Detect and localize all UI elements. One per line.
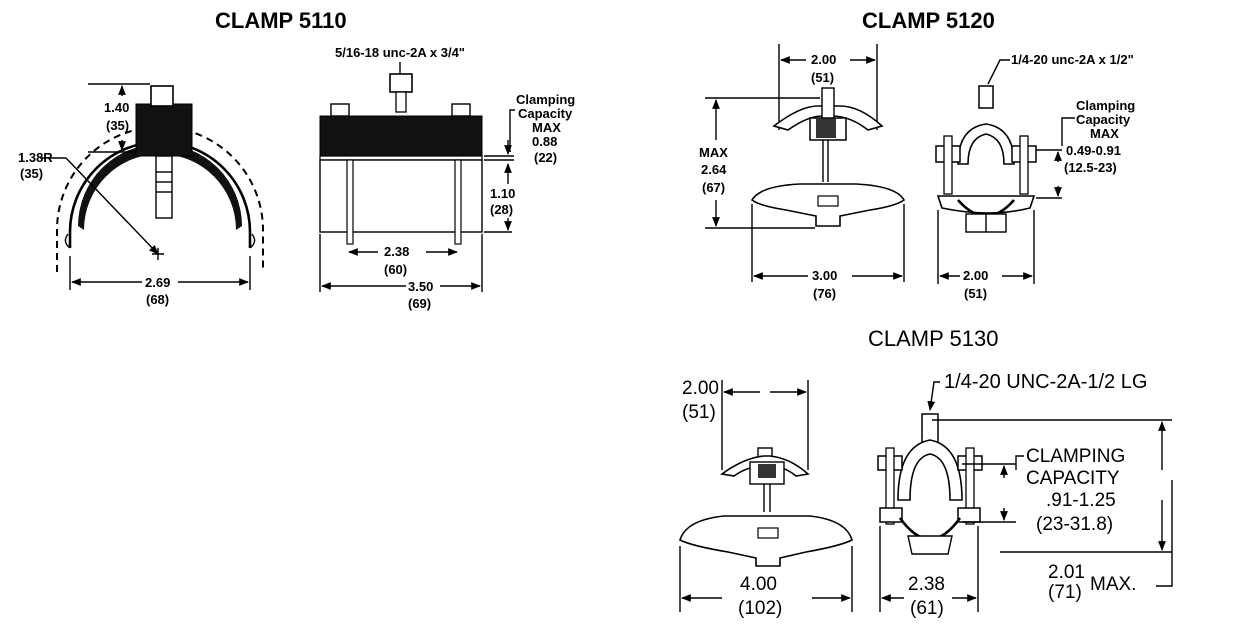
clamp-5110-front-view: 1.38R (35) 1.40 (35) 2.69 (68) [18, 83, 264, 307]
clamp-5110-title: CLAMP 5110 [215, 8, 347, 33]
clamp-5130-top-width-mm: (51) [682, 402, 716, 423]
clamp-5130: CLAMP 5130 2.00 (51) 4.00 (102) [679, 326, 1173, 619]
clamp-5110-bolt-callout: 5/16-18 unc-2A x 3/4" [335, 45, 465, 60]
clamp-5120-side-width: 2.00 [963, 268, 988, 283]
clamp-5110-radius-mm: (35) [20, 166, 43, 181]
clamp-5130-base-width-mm: (102) [738, 598, 782, 619]
clamp-5120-bolt-callout: 1/4-20 unc-2A x 1/2" [1011, 52, 1134, 67]
clamp-5120-title: CLAMP 5120 [862, 8, 995, 33]
clamp-5110-height-mm: (35) [106, 118, 129, 133]
clamp-5130-bolt-callout: 1/4-20 UNC-2A-1/2 LG [944, 371, 1147, 393]
clamp-5110-height: 1.40 [104, 100, 129, 115]
clamp-5130-cap-label-1: CLAMPING [1026, 446, 1125, 467]
clamp-5110-nut [150, 85, 174, 107]
clamp-5110-bolt [155, 155, 173, 219]
clamp-5110-cap-label-2: Capacity [518, 106, 573, 121]
clamp-5130-base-width: 4.00 [740, 574, 777, 595]
clamp-5120-cap-label-1: Clamping [1076, 98, 1135, 113]
clamp-5130-max-height: 2.01 [1048, 562, 1085, 583]
clamp-5110-side-block [319, 115, 483, 157]
clamp-5130-top-width: 2.00 [682, 378, 719, 399]
clamp-5120-cap-label-2: Capacity [1076, 112, 1131, 127]
clamp-5130-side-view: 1/4-20 UNC-2A-1/2 LG CLAMPING CAPACITY .… [877, 371, 1173, 619]
clamp-5110-hanger-strap [78, 144, 242, 230]
clamp-5130-cap-value-mm: (23-31.8) [1036, 514, 1113, 535]
clamp-5110-cap-value: 0.88 [532, 134, 557, 149]
clamp-5120-base-width-mm: (76) [813, 286, 836, 301]
clamp-5110: CLAMP 5110 1.38R (35) 1.40 (35) [18, 8, 575, 311]
clamp-5110-body-height-mm: (28) [490, 202, 513, 217]
clamp-5110-width-mm: (68) [146, 292, 169, 307]
clamp-5120-max-label: MAX [699, 145, 728, 160]
clamp-5120-max-height-mm: (67) [702, 180, 725, 195]
clamp-5120-max-height: 2.64 [701, 162, 727, 177]
clamp-5110-width: 2.69 [145, 275, 170, 290]
clamp-5130-title: CLAMP 5130 [868, 326, 998, 351]
clamp-5120-top-width-mm: (51) [811, 70, 834, 85]
clamp-5110-inner-width-mm: (60) [384, 262, 407, 277]
clamp-5120-side-view: 1/4-20 unc-2A x 1/2" Clamping Capacity M… [935, 52, 1135, 301]
clamp-5120-cap-label-3: MAX [1090, 126, 1119, 141]
clamp-5110-rail-lips [64, 233, 256, 249]
clamp-5110-radius-leader [65, 157, 159, 255]
clamp-5110-cap-label-1: Clamping [516, 92, 575, 107]
clamp-5120-cap-value: 0.49-0.91 [1066, 143, 1121, 158]
clamp-5130-front-view: 2.00 (51) 4.00 (102) [679, 378, 853, 619]
clamp-5130-max-height-mm: (71) [1048, 582, 1082, 603]
clamp-5130-cap-label-2: CAPACITY [1026, 468, 1120, 489]
clamp-5120-bolt [978, 85, 994, 109]
clamp-5130-cap-value: .91-1.25 [1046, 490, 1116, 511]
clamp-5110-clamp-block [135, 103, 193, 157]
clamp-5120-top-width: 2.00 [811, 52, 836, 67]
clamp-5120-front-view: 2.00 (51) MAX 2.64 (67) 3.00 (76) [699, 44, 906, 301]
clamp-5110-length-mm: (69) [408, 296, 431, 311]
clamp-5110-radius: 1.38R [18, 150, 53, 165]
clamp-5110-inner-width: 2.38 [384, 244, 409, 259]
clamp-5120-base-width: 3.00 [812, 268, 837, 283]
clamp-5110-cap-label-3: MAX [532, 120, 561, 135]
clamp-5130-bolt [921, 413, 939, 443]
clamp-5130-side-width-mm: (61) [910, 598, 944, 619]
clamp-5110-length: 3.50 [408, 279, 433, 294]
clamp-5120: CLAMP 5120 2.00 (51) MAX 2.64 (67) [699, 8, 1135, 301]
clamp-5130-saddle-top [897, 439, 963, 501]
clamp-5120-side-width-mm: (51) [964, 286, 987, 301]
clamp-5120-cap-value-mm: (12.5-23) [1064, 160, 1117, 175]
clamp-5110-body-height: 1.10 [490, 186, 515, 201]
clamp-5130-rail [679, 515, 853, 567]
clamp-5120-saddle-top [957, 123, 1015, 165]
clamp-5110-top-nut [389, 73, 413, 93]
clamp-5130-max-label: MAX. [1090, 574, 1136, 595]
clamp-5110-cap-value-mm: (22) [534, 150, 557, 165]
clamp-5110-side-view: 5/16-18 unc-2A x 3/4" Clamping Capacity … [319, 45, 575, 311]
clamp-5110-rail-outline [56, 126, 264, 272]
clamp-5130-side-width: 2.38 [908, 574, 945, 595]
